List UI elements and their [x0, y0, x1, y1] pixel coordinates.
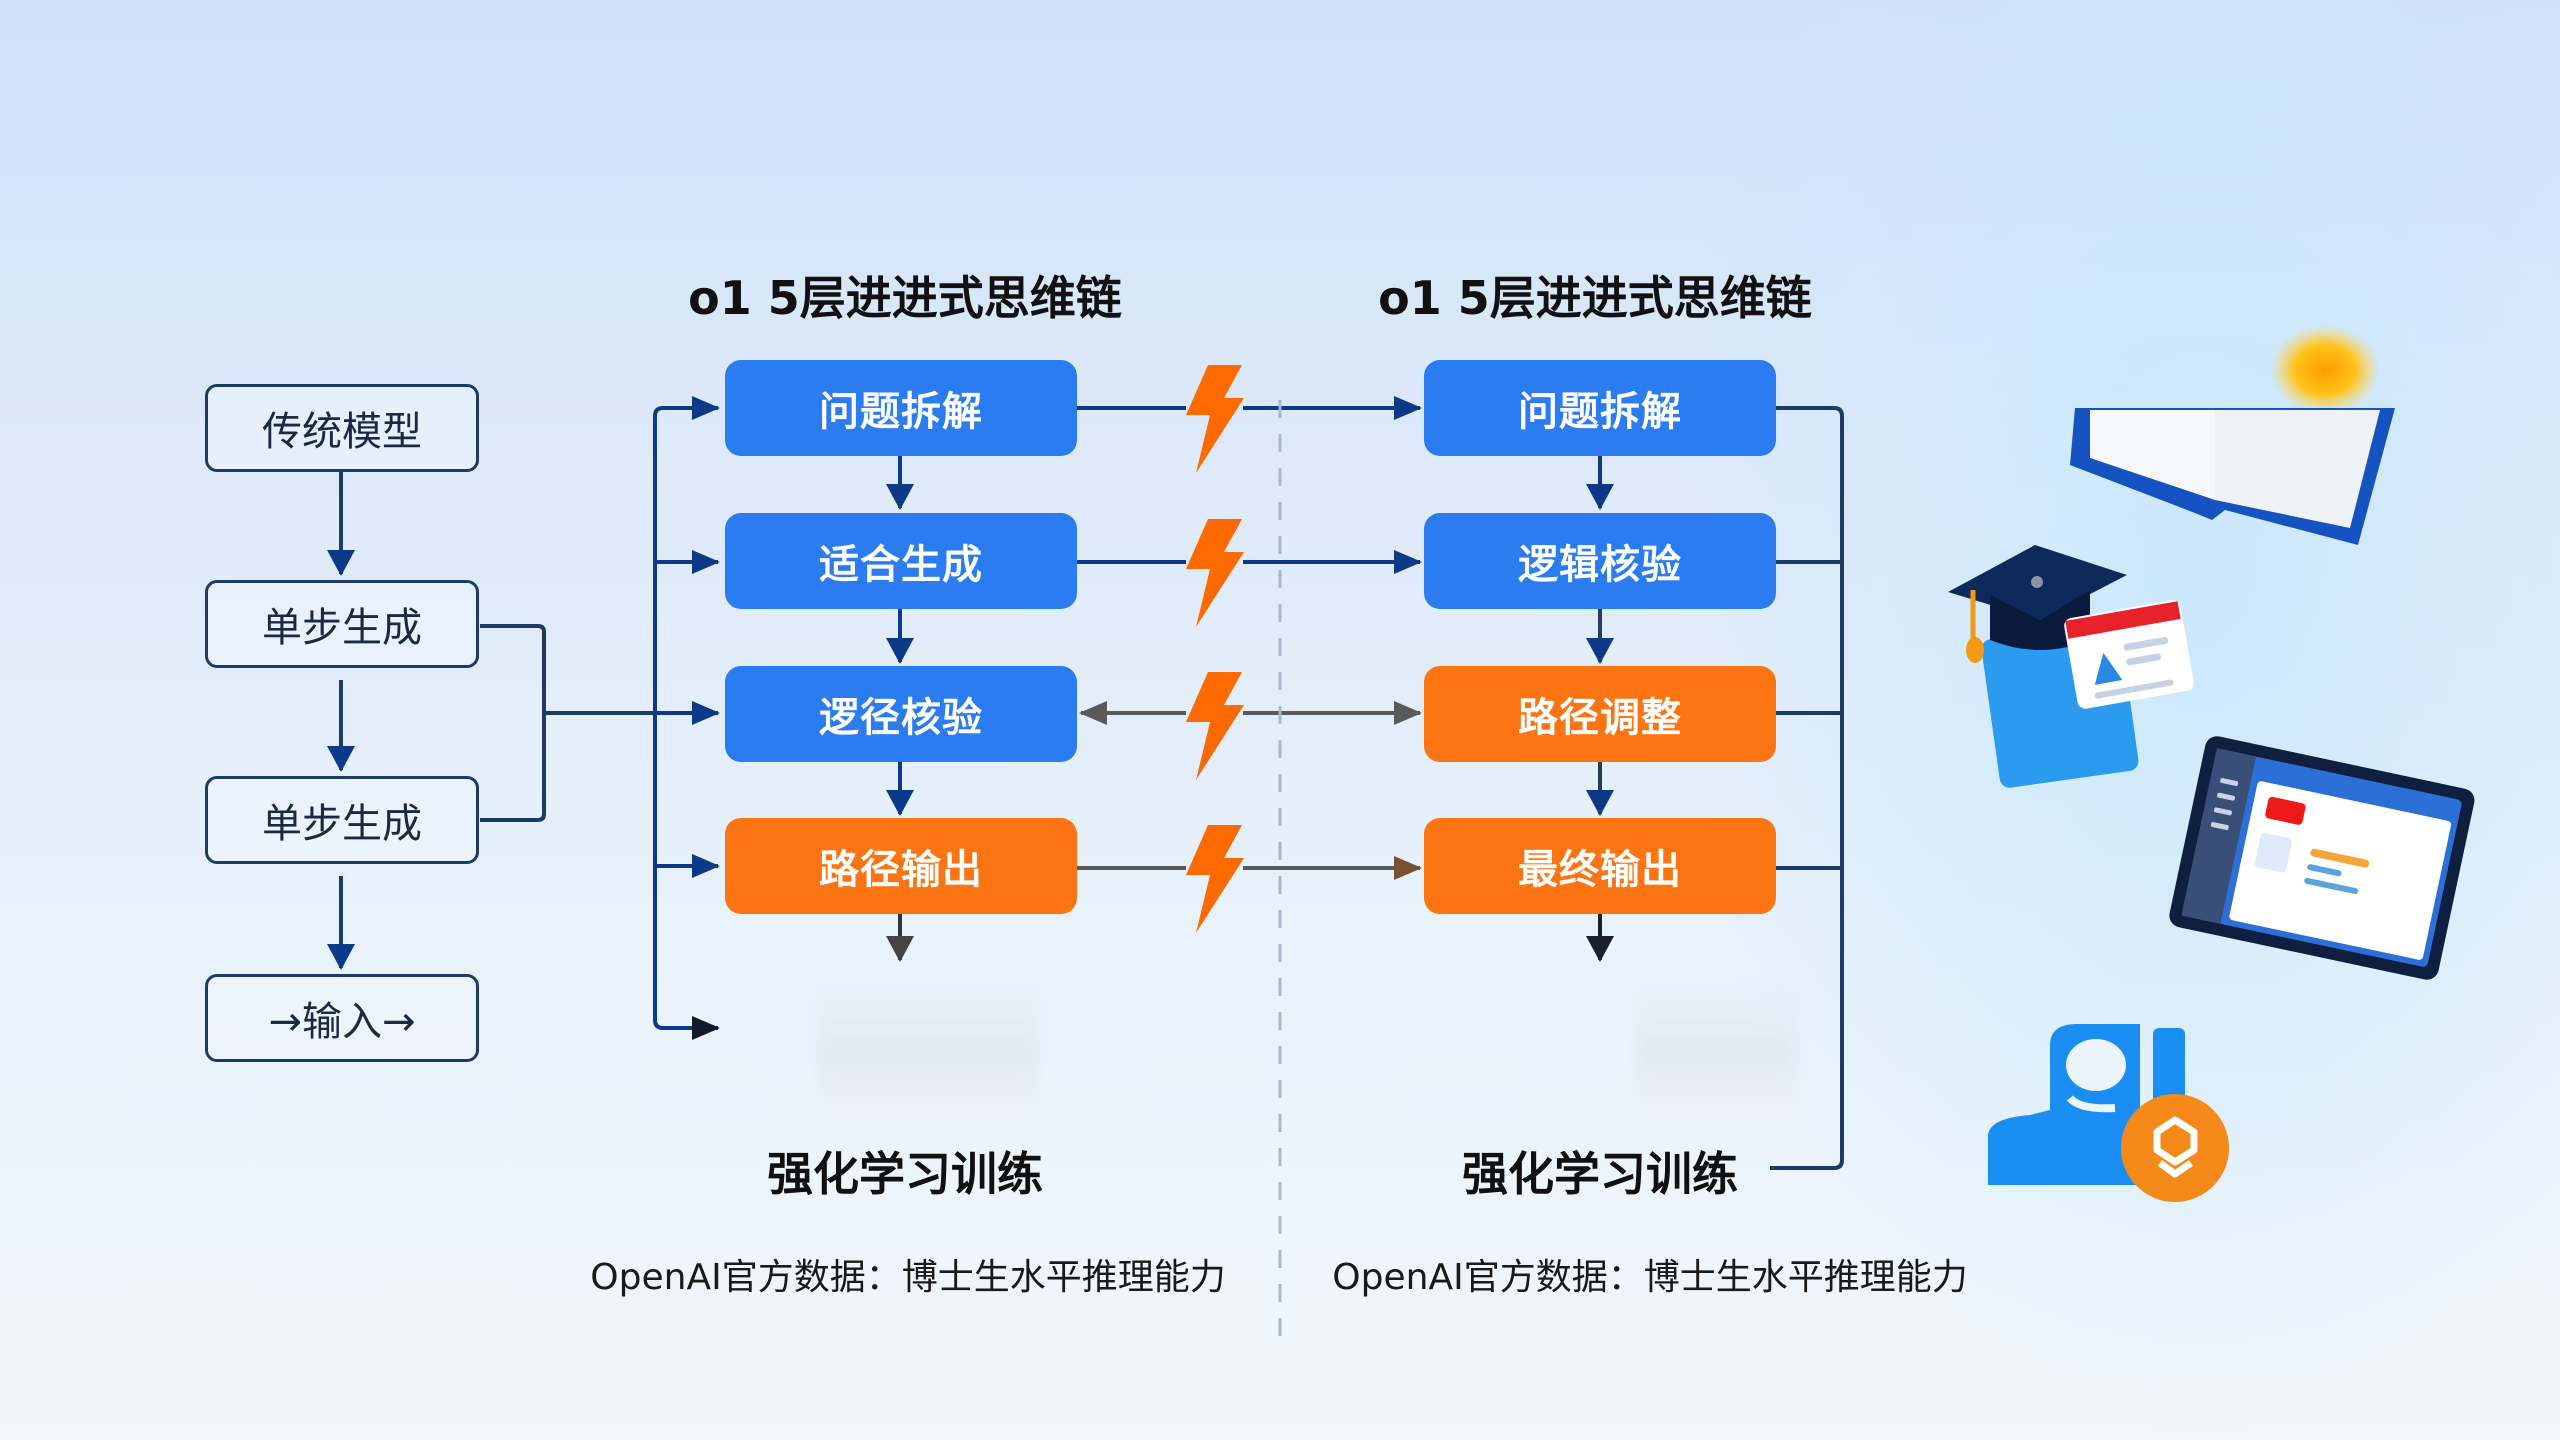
step-box: 逻辑核验	[1424, 513, 1776, 609]
step-label: 最终输出	[1518, 847, 1682, 893]
step-box: 路径调整	[1424, 666, 1776, 762]
openai-caption: OpenAI官方数据：博士生水平推理能力	[1332, 1257, 1968, 1298]
step-label: 问题拆解	[819, 389, 983, 435]
step-label: 问题拆解	[1518, 389, 1682, 435]
lightning-icon	[1186, 825, 1244, 933]
lightning-icon	[1186, 672, 1244, 780]
step-box: 最终输出	[1424, 818, 1776, 914]
step-box: 问题拆解	[1424, 360, 1776, 456]
input-box: →输入→	[205, 974, 479, 1062]
step-box: 逻径核验	[725, 666, 1077, 762]
step-label: 逻辑核验	[1518, 542, 1682, 588]
column2-feedback-bracket	[1770, 406, 1844, 1170]
column1-input-trunk	[653, 396, 720, 1040]
step-label: 路径输出	[819, 847, 983, 893]
row-connectors	[1077, 396, 1422, 880]
single-step-box-1: 单步生成	[205, 580, 479, 668]
lightning-icon	[1186, 519, 1244, 627]
step-box: 适合生成	[725, 513, 1077, 609]
single-step-label: 单步生成	[262, 801, 422, 847]
step-label: 路径调整	[1518, 695, 1682, 741]
lightning-icon	[1186, 365, 1244, 473]
step-label: 适合生成	[819, 542, 983, 588]
traditional-bracket	[480, 624, 708, 822]
rl-training-label: 强化学习训练	[767, 1147, 1043, 1201]
step-box: 问题拆解	[725, 360, 1077, 456]
traditional-model-box: 传统模型	[205, 384, 479, 472]
input-label: →输入→	[268, 999, 416, 1045]
single-step-box-2: 单步生成	[205, 776, 479, 864]
blurred-placeholder-2	[1636, 985, 1796, 1120]
rl-training-label: 强化学习训练	[1462, 1147, 1738, 1201]
single-step-label: 单步生成	[262, 605, 422, 651]
openai-caption: OpenAI官方数据：博士生水平推理能力	[590, 1257, 1226, 1298]
step-label: 逻径核验	[819, 695, 983, 741]
lightning-bolts	[1186, 365, 1244, 933]
step-box: 路径输出	[725, 818, 1077, 914]
blurred-placeholder-1	[818, 985, 1038, 1120]
column-title: o1 5层进进式思维链	[688, 271, 1122, 325]
traditional-model-label: 传统模型	[262, 409, 422, 455]
column-title: o1 5层进进式思维链	[1378, 271, 1812, 325]
